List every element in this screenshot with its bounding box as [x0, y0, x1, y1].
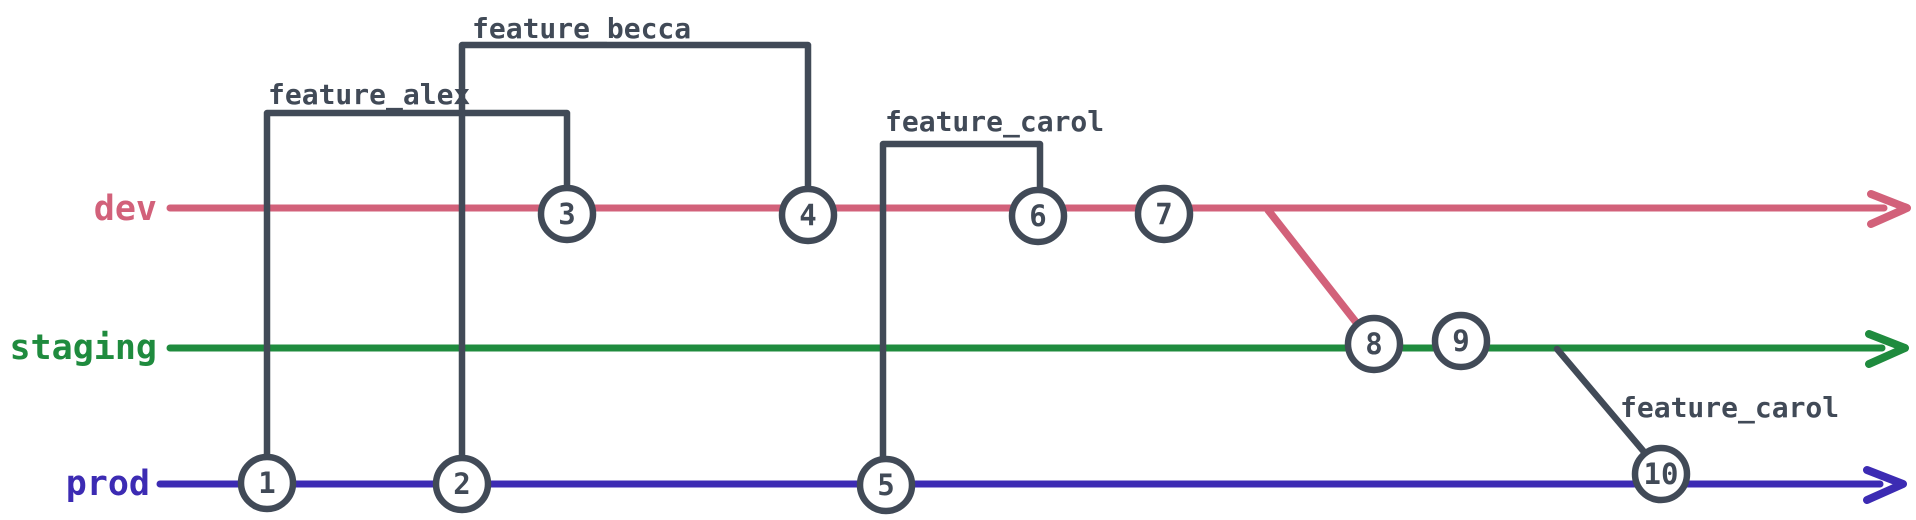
feature-alex-path	[263, 109, 571, 464]
commit-number-7: 7	[1155, 197, 1172, 231]
commit-number-10: 10	[1644, 457, 1679, 491]
dev-to-staging-merge-path	[1264, 206, 1363, 330]
commit-circle-7	[1134, 184, 1194, 244]
commit-node-4: 4	[778, 185, 838, 245]
commit-number-5: 5	[877, 468, 894, 502]
commit-node-3: 3	[537, 184, 597, 244]
feature-carol-dev-path	[879, 140, 1044, 465]
staging-branch-label: staging	[9, 328, 157, 368]
commit-node-8: 8	[1344, 314, 1404, 374]
commit-circle-4	[778, 185, 838, 245]
staging-arrow-icon	[1865, 330, 1909, 368]
prod-branch: prod	[66, 464, 1907, 504]
commit-number-3: 3	[558, 197, 575, 231]
commit-node-7: 7	[1134, 184, 1194, 244]
staging-branch: staging	[9, 328, 1909, 368]
commit-number-9: 9	[1452, 324, 1469, 358]
feature-carol-prod-label: feature_carol	[1620, 391, 1839, 424]
prod-arrow-icon	[1863, 466, 1907, 504]
commit-node-10: 10	[1631, 444, 1691, 504]
commit-circle-2	[432, 454, 492, 514]
commit-node-1: 1	[237, 453, 297, 513]
prod-branch-label: prod	[66, 464, 150, 504]
feature-becca-path	[458, 41, 812, 464]
commit-circle-8	[1344, 314, 1404, 374]
feature-carol-prod-path	[1553, 345, 1649, 457]
feature-becca-label: feature_becca	[472, 12, 691, 45]
commit-node-2: 2	[432, 454, 492, 514]
commit-number-8: 8	[1365, 327, 1382, 361]
commit-node-9: 9	[1431, 311, 1491, 371]
dev-branch: dev	[94, 189, 1911, 229]
commit-circle-1	[237, 453, 297, 513]
commit-circle-6	[1008, 186, 1068, 246]
commit-node-5: 5	[856, 455, 916, 515]
feature-carol-dev-label: feature_carol	[885, 105, 1104, 138]
commit-number-2: 2	[453, 467, 470, 501]
commit-number-6: 6	[1029, 199, 1046, 233]
commit-number-4: 4	[799, 198, 816, 232]
commit-node-6: 6	[1008, 186, 1068, 246]
commit-circle-9	[1431, 311, 1491, 371]
commit-circle-3	[537, 184, 597, 244]
commit-circle-10	[1631, 444, 1691, 504]
feature-alex-label: feature_alex	[268, 78, 470, 111]
dev-branch-label: dev	[94, 189, 157, 229]
dev-arrow-icon	[1867, 190, 1911, 228]
commit-number-1: 1	[258, 466, 275, 500]
commit-circle-5	[856, 455, 916, 515]
